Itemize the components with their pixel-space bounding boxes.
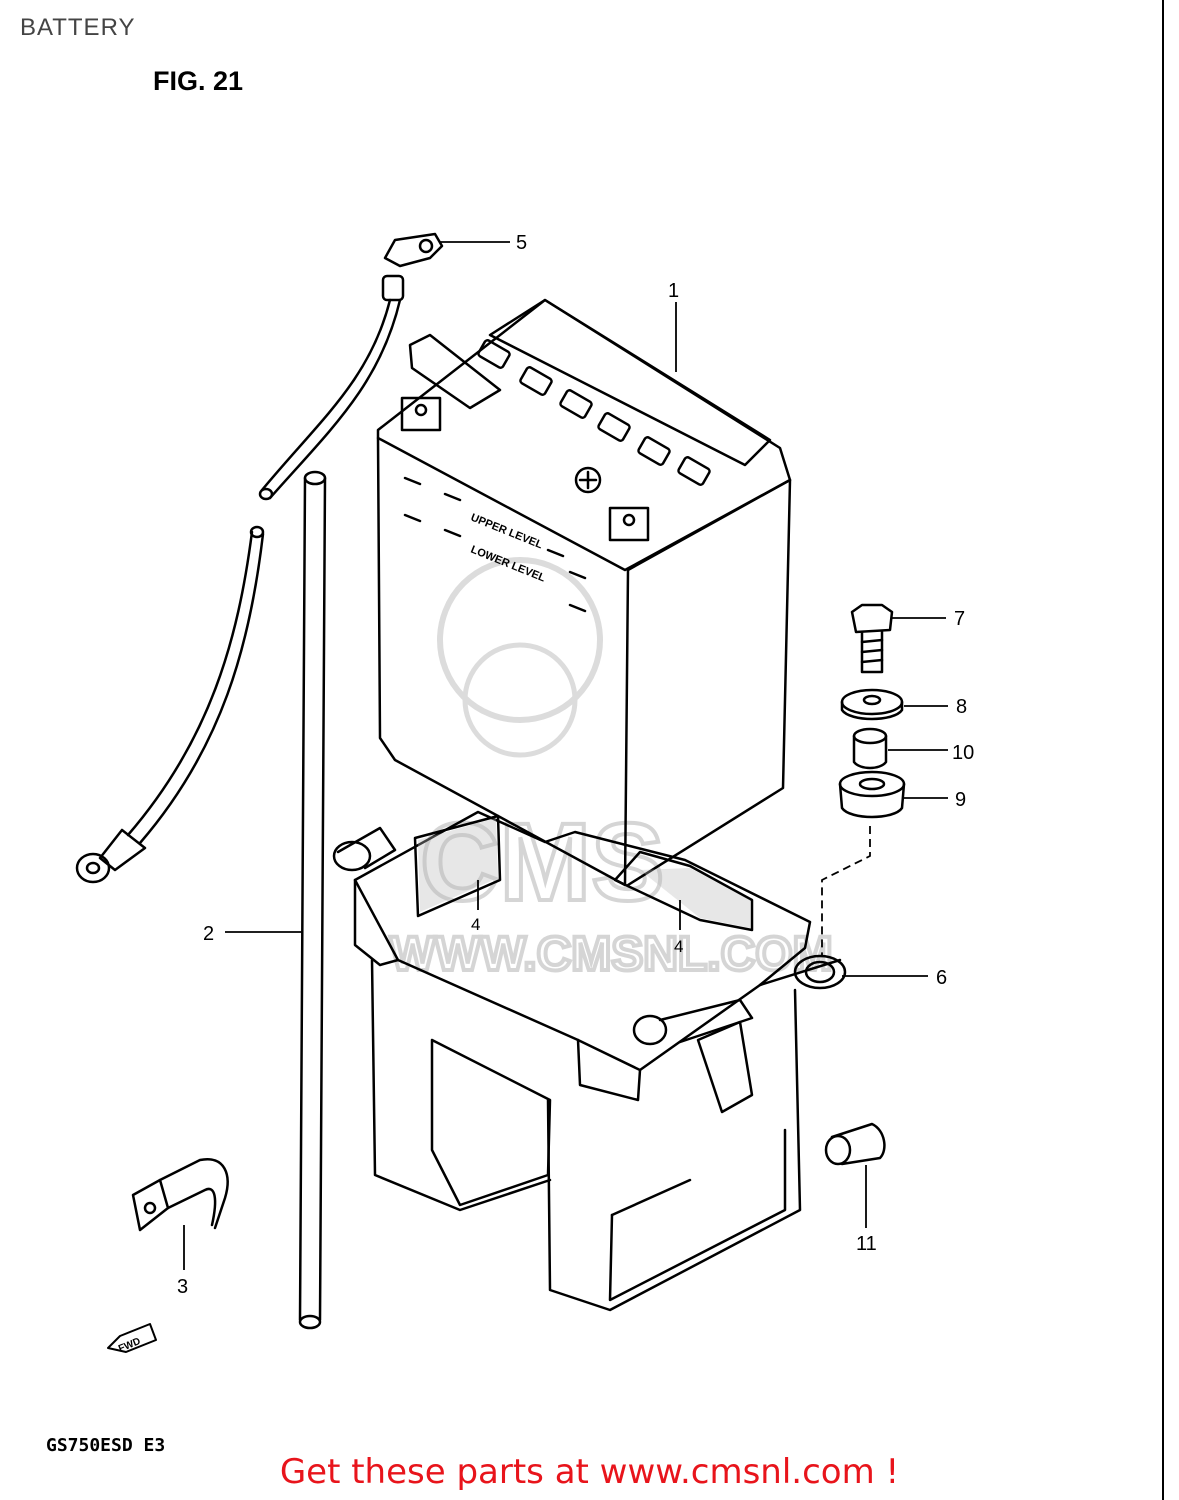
part-4-pads-fill (418, 818, 750, 928)
part-8-washer (840, 688, 904, 721)
callout-1: 1 (668, 280, 679, 302)
page-border-right (1162, 0, 1164, 1500)
part-2-breather-tube (298, 470, 327, 1330)
part-11-spacer (824, 1122, 886, 1166)
part-cable-lower (75, 525, 265, 884)
page-title: BATTERY (20, 14, 136, 41)
part-3-clamp (131, 1157, 229, 1232)
callout-4b: 4 (674, 937, 683, 956)
fwd-arrow-icon (107, 1323, 157, 1353)
callout-11: 11 (856, 1233, 877, 1255)
part-9-grommet (838, 770, 906, 819)
part-7-bolt (850, 603, 894, 674)
part-6-battery-holder (332, 810, 847, 1312)
model-code: GS750ESD E3 (46, 1435, 166, 1456)
callout-4a: 4 (471, 915, 480, 934)
callout-9: 9 (955, 789, 966, 811)
cta-link[interactable]: Get these parts at www.cmsnl.com ! (279, 1452, 900, 1492)
figure-number: FIG. 21 (153, 66, 244, 96)
part-5-battery-lead (258, 232, 444, 501)
part-10-collar (852, 727, 888, 770)
callout-8: 8 (956, 696, 967, 718)
watermark-url: WWW.CMSNL.COM (390, 928, 833, 981)
leader-lines (183, 241, 948, 1270)
fwd-label: FWD (117, 1336, 142, 1355)
callout-2: 2 (203, 923, 214, 945)
callout-3: 3 (177, 1276, 188, 1298)
callout-6: 6 (936, 967, 947, 989)
callout-10: 10 (952, 742, 974, 764)
watermark: CMS WWW.CMSNL.COM (388, 557, 835, 983)
callout-5: 5 (516, 232, 527, 254)
part-1-battery (376, 298, 792, 887)
callout-7: 7 (954, 608, 965, 630)
